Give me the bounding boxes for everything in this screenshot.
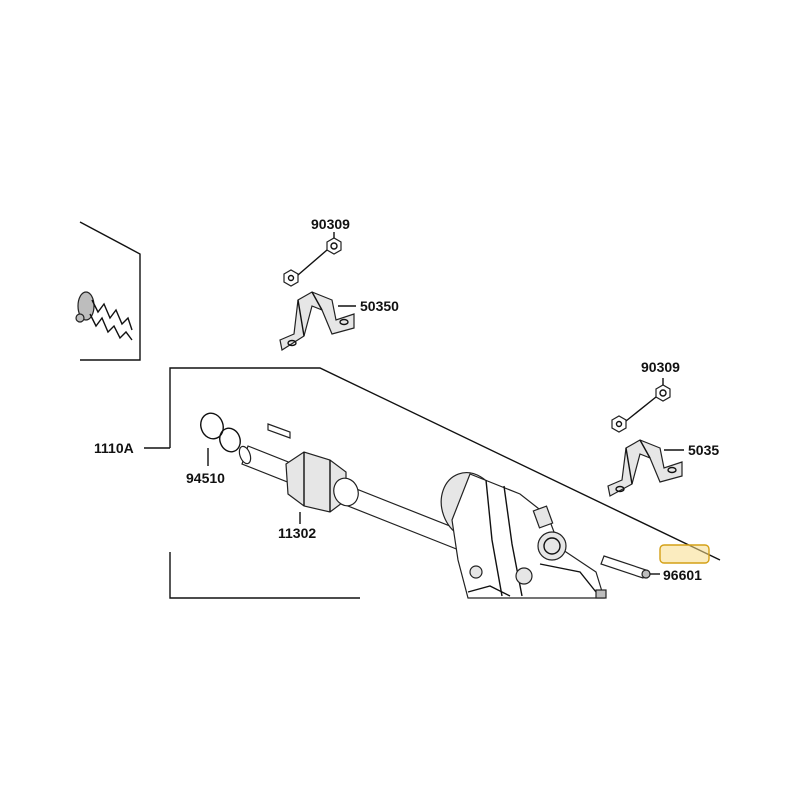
nut-upper xyxy=(283,232,342,287)
callout-11302: 11302 xyxy=(278,525,316,541)
callout-94510: 94510 xyxy=(186,470,225,486)
highlight-box xyxy=(659,544,710,564)
nut-right xyxy=(611,378,671,433)
inset-spring-icon xyxy=(75,291,133,341)
bushing xyxy=(285,451,359,524)
callout-5035-right: 5035 xyxy=(688,442,719,458)
bracket-upper xyxy=(279,291,356,351)
snap-ring xyxy=(200,412,241,466)
pin-part xyxy=(600,555,660,579)
inset-detail xyxy=(75,221,141,361)
key-part xyxy=(267,423,291,439)
callout-96601: 96601 xyxy=(663,567,702,583)
gear-housing xyxy=(440,472,607,599)
bracket-right xyxy=(607,439,684,497)
assembly-frame xyxy=(144,367,721,599)
callout-50350-upper: 50350 xyxy=(360,298,399,314)
callout-90309-right: 90309 xyxy=(641,359,680,375)
callout-90309-upper: 90309 xyxy=(311,216,350,232)
callout-1110a: 1110A xyxy=(94,440,134,456)
